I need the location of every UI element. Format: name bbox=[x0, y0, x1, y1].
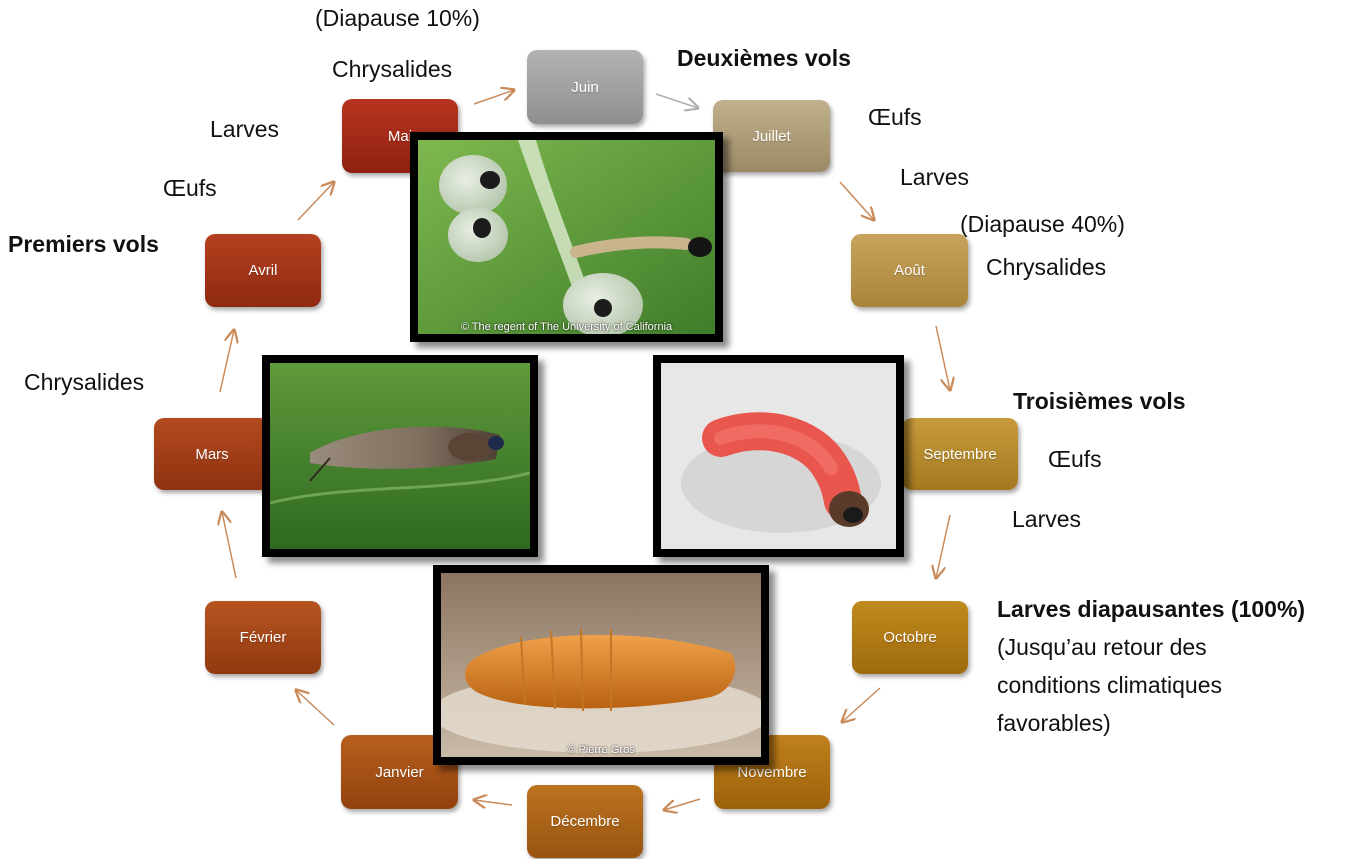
arrow-aout-septembre bbox=[936, 326, 950, 390]
arrow-decembre-janvier bbox=[474, 800, 512, 805]
month-septembre: Septembre bbox=[902, 418, 1018, 490]
label-chrysalides-mars: Chrysalides bbox=[24, 368, 144, 397]
label-retour-line2: conditions climatiques bbox=[997, 671, 1222, 700]
label-premiers-vols: Premiers vols bbox=[8, 230, 159, 259]
label-oeufs-avril: Œufs bbox=[163, 174, 217, 203]
arrow-juillet-aout bbox=[840, 182, 874, 220]
arrow-octobre-novembre bbox=[842, 688, 880, 722]
credit-eggs: © The regent of The University of Califo… bbox=[418, 321, 715, 333]
label-retour-line1: (Jusqu’au retour des bbox=[997, 633, 1207, 662]
month-avril: Avril bbox=[205, 234, 321, 307]
month-juin: Juin bbox=[527, 50, 643, 124]
photo-red-larva bbox=[653, 355, 904, 557]
label-deuxiemes-vols: Deuxièmes vols bbox=[677, 44, 851, 73]
arrow-avril-mai bbox=[298, 182, 334, 220]
month-mars: Mars bbox=[154, 418, 270, 490]
label-troisiemes-vols: Troisièmes vols bbox=[1013, 387, 1186, 416]
label-retour-line3: favorables) bbox=[997, 709, 1111, 738]
month-decembre: Décembre bbox=[527, 785, 643, 858]
label-chrysalides-mai: Chrysalides bbox=[332, 55, 452, 84]
month-octobre: Octobre bbox=[852, 601, 968, 674]
arrow-novembre-decembre bbox=[664, 799, 700, 810]
label-larves-mai: Larves bbox=[210, 115, 279, 144]
month-aout: Août bbox=[851, 234, 968, 307]
label-larves-juillet: Larves bbox=[900, 163, 969, 192]
arrow-septembre-octobre bbox=[936, 515, 950, 578]
month-juillet: Juillet bbox=[713, 100, 830, 172]
adult-moth-image bbox=[270, 363, 530, 549]
label-oeufs-juillet: Œufs bbox=[868, 103, 922, 132]
label-oeufs-septembre: Œufs bbox=[1048, 445, 1102, 474]
pupa-image bbox=[441, 573, 761, 757]
eggs-larva-image bbox=[418, 140, 715, 334]
label-diapause-10: (Diapause 10%) bbox=[315, 4, 480, 33]
photo-pupa: © Pierre Gros bbox=[433, 565, 769, 765]
arrow-janvier-fevrier bbox=[296, 690, 334, 725]
arrow-fevrier-mars bbox=[222, 512, 236, 578]
month-fevrier: Février bbox=[205, 601, 321, 674]
credit-pupa: © Pierre Gros bbox=[441, 744, 761, 756]
label-larves-diapausantes: Larves diapausantes (100%) bbox=[997, 595, 1305, 624]
arrow-mai-juin bbox=[474, 90, 514, 104]
label-chrysalides-aout: Chrysalides bbox=[986, 253, 1106, 282]
red-larva-image bbox=[661, 363, 896, 549]
photo-eggs-larva: © The regent of The University of Califo… bbox=[410, 132, 723, 342]
label-diapause-40: (Diapause 40%) bbox=[960, 210, 1125, 239]
label-larves-septembre: Larves bbox=[1012, 505, 1081, 534]
photo-adult-moth bbox=[262, 355, 538, 557]
arrow-mars-avril bbox=[220, 330, 234, 392]
arrow-juin-juillet bbox=[656, 94, 698, 108]
